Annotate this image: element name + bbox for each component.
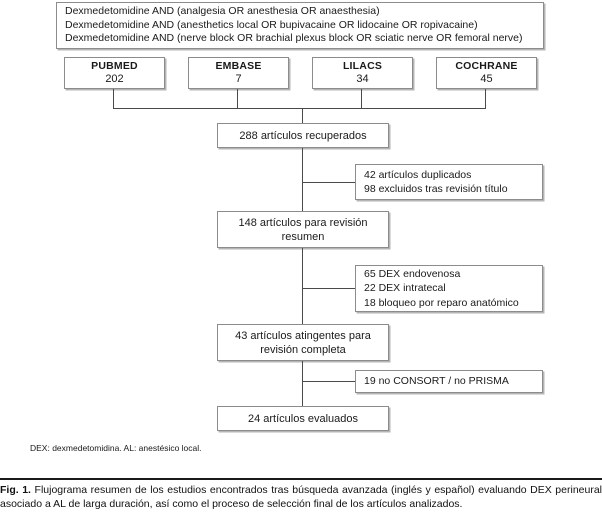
caption-divider bbox=[0, 478, 602, 480]
exclusion-box-route: 65 DEX endovenosa 22 DEX intratecal 18 b… bbox=[355, 265, 543, 312]
search-query-line-1: Dexmedetomidine AND (analgesia OR anesth… bbox=[65, 5, 380, 18]
stage-full-review-line-1: 43 artículos atingentes para bbox=[235, 329, 371, 342]
stage-abstract-review-line-1: 148 artículos para revisión bbox=[238, 216, 368, 229]
stage-box-evaluated: 24 artículos evaluados bbox=[217, 406, 389, 431]
connector-cochrane-stub bbox=[485, 89, 486, 108]
figure-caption-text: Flujograma resumen de los estudios encon… bbox=[0, 484, 602, 510]
connector-lilacs-stub bbox=[361, 89, 362, 108]
database-box-pubmed: PUBMED 202 bbox=[64, 57, 165, 89]
database-box-embase: EMBASE 7 bbox=[188, 57, 289, 89]
stage-box-abstract-review: 148 artículos para revisión resumen bbox=[217, 211, 389, 248]
exclusion-box-reporting: 19 no CONSORT / no PRISMA bbox=[355, 370, 543, 393]
connector-branch-duplicates bbox=[302, 182, 355, 183]
database-name-lilacs: LILACS bbox=[342, 60, 383, 72]
search-query-line-2: Dexmedetomidine AND (anesthetics local O… bbox=[65, 18, 478, 31]
database-box-cochrane: COCHRANE 45 bbox=[436, 57, 537, 89]
connector-databases-manifold bbox=[113, 108, 486, 109]
connector-abstract-review-to-full-review bbox=[302, 248, 303, 326]
connector-embase-stub bbox=[237, 89, 238, 108]
database-name-embase: EMBASE bbox=[215, 60, 262, 72]
connector-branch-reporting bbox=[302, 381, 355, 382]
exclusion-duplicates-line-2: 98 excluidos tras revisión título bbox=[364, 183, 508, 195]
connector-branch-route bbox=[302, 288, 355, 289]
exclusion-route-line-3: 18 bloqueo por reparo anatómico bbox=[364, 296, 519, 309]
connector-pubmed-stub bbox=[113, 89, 114, 108]
exclusion-box-duplicates: 42 artículos duplicados 98 excluidos tra… bbox=[355, 164, 543, 200]
stage-box-retrieved: 288 artículos recuperados bbox=[217, 123, 389, 148]
search-query-box: Dexmedetomidine AND (analgesia OR anesth… bbox=[56, 2, 544, 49]
exclusion-reporting-line-1: 19 no CONSORT / no PRISMA bbox=[364, 375, 509, 388]
figure-caption: Fig. 1. Flujograma resumen de los estudi… bbox=[0, 484, 602, 511]
stage-full-review-line-2: revisión completa bbox=[260, 343, 346, 356]
database-name-cochrane: COCHRANE bbox=[455, 60, 518, 72]
search-query-line-3: Dexmedetomidine AND (nerve block OR brac… bbox=[65, 32, 523, 45]
database-count-lilacs: 34 bbox=[356, 73, 369, 85]
connector-retrieved-to-abstract-review bbox=[302, 148, 303, 215]
connector-manifold-to-retrieved bbox=[302, 108, 303, 126]
stage-abstract-review-line-2: resumen bbox=[281, 230, 325, 243]
exclusion-route-line-1: 65 DEX endovenosa bbox=[364, 267, 461, 280]
database-box-lilacs: LILACS 34 bbox=[312, 57, 413, 89]
stage-retrieved-line-1: 288 artículos recuperados bbox=[239, 129, 367, 142]
exclusion-duplicates-line-1: 42 artículos duplicados bbox=[364, 168, 472, 181]
figure-caption-label: Fig. 1. bbox=[0, 484, 31, 496]
connector-full-review-to-evaluated bbox=[302, 361, 303, 406]
database-count-cochrane: 45 bbox=[480, 73, 493, 85]
exclusion-route-line-2: 22 DEX intratecal bbox=[364, 282, 446, 295]
database-count-embase: 7 bbox=[235, 73, 242, 85]
database-name-pubmed: PUBMED bbox=[91, 60, 138, 72]
abbreviations-footnote: DEX: dexmedetomidina. AL: anestésico loc… bbox=[30, 443, 202, 453]
database-count-pubmed: 202 bbox=[105, 73, 124, 85]
stage-evaluated-line-1: 24 artículos evaluados bbox=[247, 412, 359, 425]
stage-box-full-review: 43 artículos atingentes para revisión co… bbox=[217, 324, 389, 361]
